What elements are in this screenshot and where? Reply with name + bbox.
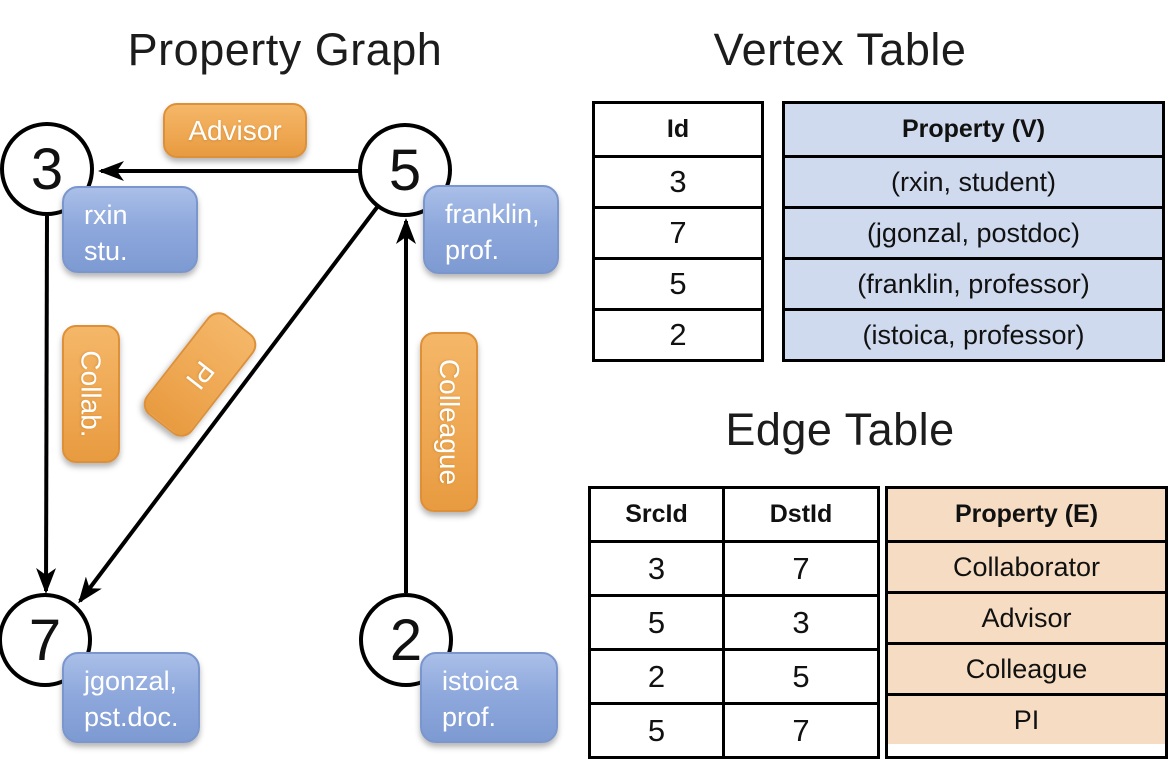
edge-table-cell-dstid: 5: [722, 651, 877, 702]
edge-table-ids-columns: SrcId DstId 3 7 5 3 2 5 5 7: [588, 486, 880, 759]
edge-table-cell-srcid: 5: [647, 712, 666, 748]
edge-3-to-7: [36, 215, 57, 594]
vertex-table-header-property: Property (V): [785, 104, 1162, 155]
edge-table: SrcId DstId 3 7 5 3 2 5 5 7 Property (E)…: [588, 486, 1168, 759]
edge-table-cell-property: Advisor: [888, 591, 1165, 642]
edge-label-text: PI: [180, 354, 221, 395]
edge-5-to-7: [78, 204, 380, 604]
edge-table-cell-dstid: 3: [722, 597, 877, 648]
edge-table-row: 5 7: [591, 702, 877, 756]
vertex-property-box-istoica: istoica prof.: [420, 652, 558, 743]
vertex-id-5: 5: [388, 137, 422, 203]
vertex-property-box-rxin: rxin stu.: [62, 186, 198, 273]
edge-table-cell-property: PI: [888, 693, 1165, 744]
vertex-table-header-id: Id: [666, 115, 690, 143]
property-graph-title: Property Graph: [127, 24, 443, 75]
edge-label-text: Advisor: [188, 114, 282, 146]
edge-table-header-dstid: DstId: [722, 489, 877, 540]
vertex-table-cell-id: 7: [595, 206, 761, 257]
edge-table-header-property: Property (E): [888, 489, 1165, 540]
edge-table-cell-dstid: 7: [722, 705, 877, 756]
vertex-table-title: Vertex Table: [713, 24, 967, 75]
edge-table-cell-srcid: 3: [647, 550, 666, 586]
edge-label-collab: Collab.: [62, 325, 120, 463]
edge-label-advisor: Advisor: [163, 103, 307, 158]
edge-table-property-column: Property (E) Collaborator Advisor Collea…: [885, 486, 1168, 759]
vertex-property-line: pst.doc.: [84, 702, 179, 732]
vertex-table-property-column: Property (V) (rxin, student) (jgonzal, p…: [782, 101, 1165, 362]
edge-table-cell-srcid: 2: [647, 658, 666, 694]
edge-table-row: 5 3: [591, 594, 877, 648]
vertex-property-line: prof.: [442, 702, 497, 732]
vertex-table-cell-id: 2: [595, 308, 761, 359]
vertex-table-cell-property: (jgonzal, postdoc): [785, 206, 1162, 257]
vertex-property-line: prof.: [445, 235, 500, 265]
edge-table-cell-dstid: 7: [722, 543, 877, 594]
vertex-property-box-jgonzal: jgonzal, pst.doc.: [62, 652, 200, 743]
vertex-table-cell-property: (franklin, professor): [785, 257, 1162, 308]
edge-label-text: Collab.: [76, 350, 108, 438]
edge-table-title: Edge Table: [725, 404, 955, 455]
vertex-id-2: 2: [389, 607, 423, 673]
vertex-table-cell-id: 3: [595, 155, 761, 206]
edge-label-colleague: Colleague: [420, 332, 478, 512]
edge-table-row: 2 5: [591, 648, 877, 702]
edge-table-cell-property: Collaborator: [888, 540, 1165, 591]
vertex-property-line: franklin,: [445, 199, 540, 229]
edge-table-cell-property: Colleague: [888, 642, 1165, 693]
property-graph-drawing: [0, 122, 453, 687]
vertex-table: Id 3 7 5 2 Property (V) (rxin, student) …: [592, 101, 1165, 362]
edge-label-text: Colleague: [434, 358, 466, 486]
vertex-property-line: stu.: [84, 236, 128, 266]
vertex-table-cell-property: (istoica, professor): [785, 308, 1162, 359]
edge-table-row: 3 7: [591, 540, 877, 594]
edge-table-header-row: SrcId DstId: [591, 489, 877, 540]
vertex-table-id-column: Id 3 7 5 2: [592, 101, 764, 362]
vertex-property-line: istoica: [442, 666, 519, 696]
vertex-property-box-franklin: franklin, prof.: [423, 185, 559, 274]
edge-table-header-srcid: SrcId: [625, 500, 688, 528]
vertex-id-7: 7: [28, 607, 62, 673]
vertex-table-cell-id: 5: [595, 257, 761, 308]
vertex-property-line: rxin: [84, 200, 128, 230]
edge-table-cell-srcid: 5: [647, 604, 666, 640]
vertex-id-3: 3: [30, 136, 64, 202]
vertex-table-cell-property: (rxin, student): [785, 155, 1162, 206]
vertex-property-line: jgonzal,: [84, 666, 178, 696]
